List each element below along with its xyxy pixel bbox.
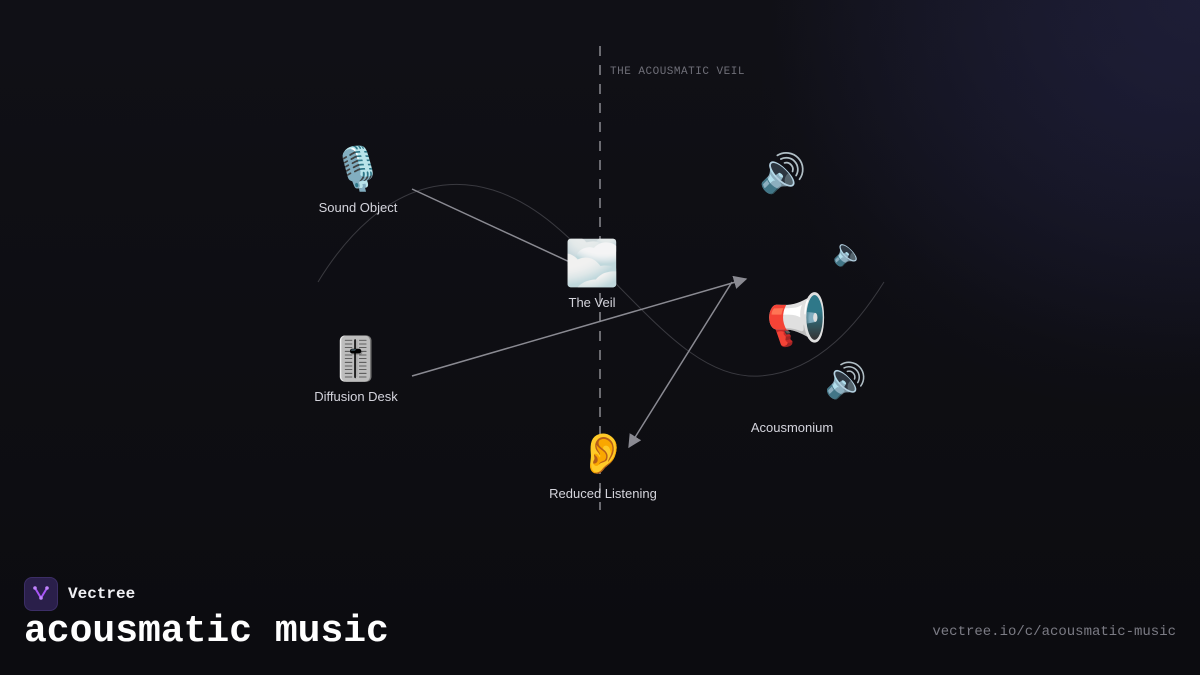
node-the-veil: 🌫️ The Veil bbox=[564, 238, 620, 311]
megaphone-icon: 📢 bbox=[765, 291, 829, 349]
speaker-4: 🔊 bbox=[825, 364, 867, 398]
speaker-2: 🔈 bbox=[833, 240, 865, 266]
fog-icon: 🌫️ bbox=[564, 238, 620, 289]
node-label: Acousmonium bbox=[750, 420, 834, 435]
speaker-low-volume-icon: 🔈 bbox=[832, 238, 866, 268]
node-reduced-listening: 👂 Reduced Listening bbox=[549, 434, 657, 501]
edge-acousmonium-to-reduced-listening bbox=[628, 281, 733, 449]
brand[interactable]: Vectree bbox=[24, 577, 135, 611]
node-acousmonium: Acousmonium bbox=[751, 420, 833, 435]
speaker-high-volume-icon: 🔊 bbox=[824, 361, 868, 401]
speaker-3: 📢 bbox=[766, 295, 828, 345]
ear-icon: 👂 bbox=[578, 431, 628, 477]
speaker-1: 🔊 bbox=[759, 154, 806, 192]
vectree-logo-icon bbox=[24, 577, 58, 611]
page-title: acousmatic music bbox=[24, 610, 389, 653]
node-label: Reduced Listening bbox=[549, 486, 657, 501]
node-diffusion-desk: 🎚️ Diffusion Desk bbox=[314, 334, 398, 405]
veil-caption: THE ACOUSMATIC VEIL bbox=[610, 66, 745, 78]
waveform-curve bbox=[317, 183, 885, 377]
level-slider-icon: 🎚️ bbox=[329, 334, 383, 383]
node-label: Sound Object bbox=[318, 200, 398, 215]
microphone-icon: 🎙️ bbox=[331, 144, 385, 193]
node-label: Diffusion Desk bbox=[314, 389, 398, 404]
node-sound-object: 🎙️ Sound Object bbox=[318, 144, 398, 216]
speaker-high-volume-icon: 🔊 bbox=[759, 151, 807, 195]
edge-diffusion-desk-to-acousmonium bbox=[411, 275, 748, 377]
edge-sound-object-to-veil bbox=[411, 188, 589, 272]
node-label: The Veil bbox=[568, 295, 616, 310]
page-url[interactable]: vectree.io/c/acousmatic-music bbox=[932, 624, 1176, 640]
brand-name: Vectree bbox=[68, 585, 136, 603]
